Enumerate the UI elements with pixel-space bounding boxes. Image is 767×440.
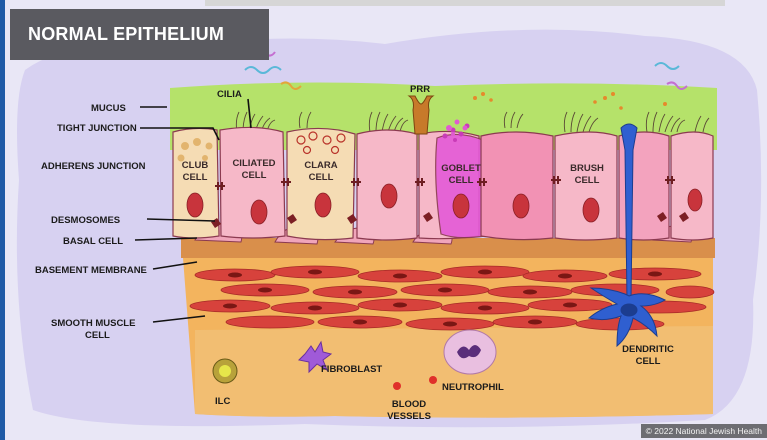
cell-label-clara-line2: CELL xyxy=(309,172,334,183)
copyright-notice: © 2022 National Jewish Health xyxy=(641,424,767,438)
goblet-cell xyxy=(436,134,488,237)
label-prr: PRR xyxy=(410,84,430,95)
cell-label-brush-line1: BRUSH xyxy=(570,163,604,174)
cell-label-club-line1: CLUB xyxy=(182,160,209,171)
label-ilc: ILC xyxy=(215,396,230,407)
ilc-shape xyxy=(213,359,237,383)
label-basement-membrane: BASEMENT MEMBRANE xyxy=(35,265,147,276)
cell-label-goblet-line1: GOBLET xyxy=(441,163,481,174)
cell-label-clara-line1: CLARA xyxy=(304,160,337,171)
label-dendritic-line1: DENDRITIC xyxy=(622,344,674,355)
label-cilia: CILIA xyxy=(217,89,242,100)
label-neutrophil: NEUTROPHIL xyxy=(442,382,504,393)
page-title: NORMAL EPITHELIUM xyxy=(10,9,269,60)
label-dendritic-line2: CELL xyxy=(636,356,661,367)
label-desmosomes: DESMOSOMES xyxy=(51,215,120,226)
label-basal-cell: BASAL CELL xyxy=(63,236,123,247)
cell-label-goblet-line2: CELL xyxy=(449,175,474,186)
epithelium-illustration: MUCUS TIGHT JUNCTION ADHERENS JUNCTION D… xyxy=(5,0,767,440)
cell-label-brush-line2: CELL xyxy=(575,175,600,186)
neutrophil-shape xyxy=(444,330,496,374)
cell-label-club-line2: CELL xyxy=(183,172,208,183)
label-tight-junction: TIGHT JUNCTION xyxy=(57,123,137,134)
clara-cell xyxy=(287,128,355,239)
label-mucus: MUCUS xyxy=(91,103,126,114)
label-smooth-muscle-line2: CELL xyxy=(85,330,110,341)
label-blood-vessels-line1: BLOOD xyxy=(392,399,426,410)
label-fibroblast: FIBROBLAST xyxy=(321,364,382,375)
label-adherens-junction: ADHERENS JUNCTION xyxy=(41,161,146,172)
label-blood-vessels-line2: VESSELS xyxy=(387,411,431,422)
cell-label-ciliated-line2: CELL xyxy=(242,170,267,181)
diagram-canvas: MUCUS TIGHT JUNCTION ADHERENS JUNCTION D… xyxy=(5,0,767,440)
cell-label-ciliated-line1: CILIATED xyxy=(232,158,275,169)
label-smooth-muscle-line1: SMOOTH MUSCLE xyxy=(51,318,135,329)
